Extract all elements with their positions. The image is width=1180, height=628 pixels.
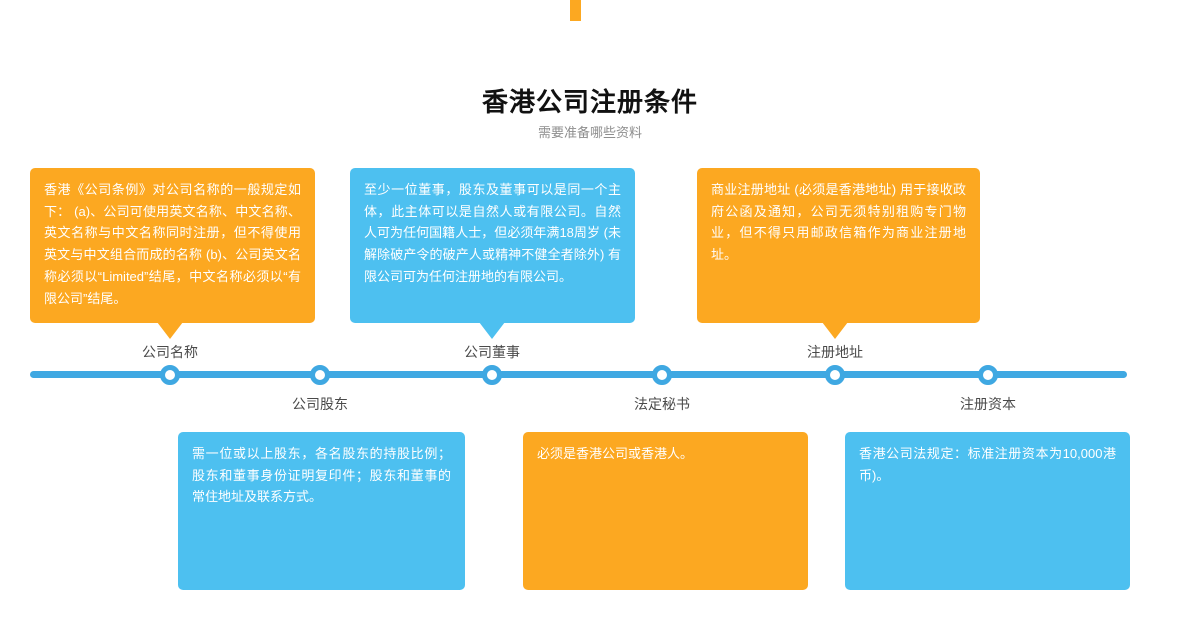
card-tail-down-icon (822, 322, 848, 339)
card-registered-address: 商业注册地址 (必须是香港地址) 用于接收政府公函及通知，公司无须特别租购专门物… (697, 168, 980, 339)
card-company-name-text: 香港《公司条例》对公司名称的一般规定如下： (a)、公司可使用英文名称、中文名称… (44, 182, 301, 306)
stage-label-company-name: 公司名称 (142, 344, 198, 360)
card-company-directors: 至少一位董事，股东及董事可以是同一个主体，此主体可以是自然人或有限公司。自然人可… (350, 168, 635, 339)
stage-label-registered-capital: 注册资本 (960, 396, 1016, 412)
timeline-node-legal-secretary (652, 365, 672, 385)
card-legal-secretary-text: 必须是香港公司或香港人。 (537, 446, 694, 461)
card-company-directors-text: 至少一位董事，股东及董事可以是同一个主体，此主体可以是自然人或有限公司。自然人可… (364, 182, 621, 284)
card-tail-down-icon (157, 322, 183, 339)
decorative-accent-bar (570, 0, 581, 21)
stage-label-company-shareholders: 公司股东 (292, 396, 348, 412)
timeline-node-registered-address (825, 365, 845, 385)
page-subtitle: 需要准备哪些资料 (537, 125, 642, 140)
timeline-node-company-directors (482, 365, 502, 385)
stage-label-registered-address: 注册地址 (807, 344, 863, 360)
page-title: 香港公司注册条件 (481, 87, 698, 117)
card-company-shareholders: 需一位或以上股东，各名股东的持股比例；股东和董事身份证明复印件；股东和董事的常住… (178, 432, 465, 590)
card-registered-capital: 香港公司法规定：标准注册资本为10,000港币)。 (845, 432, 1130, 590)
card-registered-address-text: 商业注册地址 (必须是香港地址) 用于接收政府公函及通知，公司无须特别租购专门物… (711, 182, 966, 263)
card-tail-down-icon (479, 322, 505, 339)
card-registered-capital-text: 香港公司法规定：标准注册资本为10,000港币)。 (859, 446, 1116, 483)
timeline-node-company-shareholders (310, 365, 330, 385)
card-company-shareholders-text: 需一位或以上股东，各名股东的持股比例；股东和董事身份证明复印件；股东和董事的常住… (192, 446, 451, 505)
card-company-name: 香港《公司条例》对公司名称的一般规定如下： (a)、公司可使用英文名称、中文名称… (30, 168, 315, 339)
timeline-node-company-name (160, 365, 180, 385)
timeline-line (30, 371, 1127, 378)
stage-label-legal-secretary: 法定秘书 (634, 396, 690, 412)
stage-label-company-directors: 公司董事 (464, 344, 520, 360)
card-legal-secretary: 必须是香港公司或香港人。 (523, 432, 808, 590)
timeline-node-registered-capital (978, 365, 998, 385)
